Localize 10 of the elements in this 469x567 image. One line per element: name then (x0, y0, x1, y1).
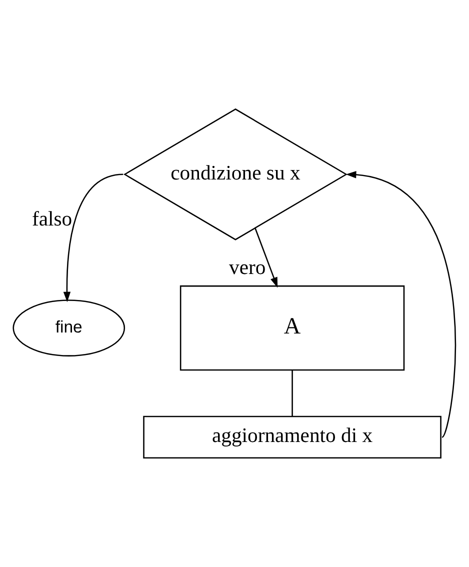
node-box: A (180, 285, 405, 371)
node-ellipse: fine (12, 300, 126, 356)
node-diamond: condizione su x (123, 108, 348, 240)
edge-label: vero (229, 256, 266, 279)
node-box: aggiornamento di x (143, 416, 442, 458)
arrow (346, 171, 456, 438)
edge-label: falso (32, 208, 72, 230)
arrow (254, 228, 278, 288)
arrow (63, 174, 124, 302)
connector (292, 370, 293, 416)
